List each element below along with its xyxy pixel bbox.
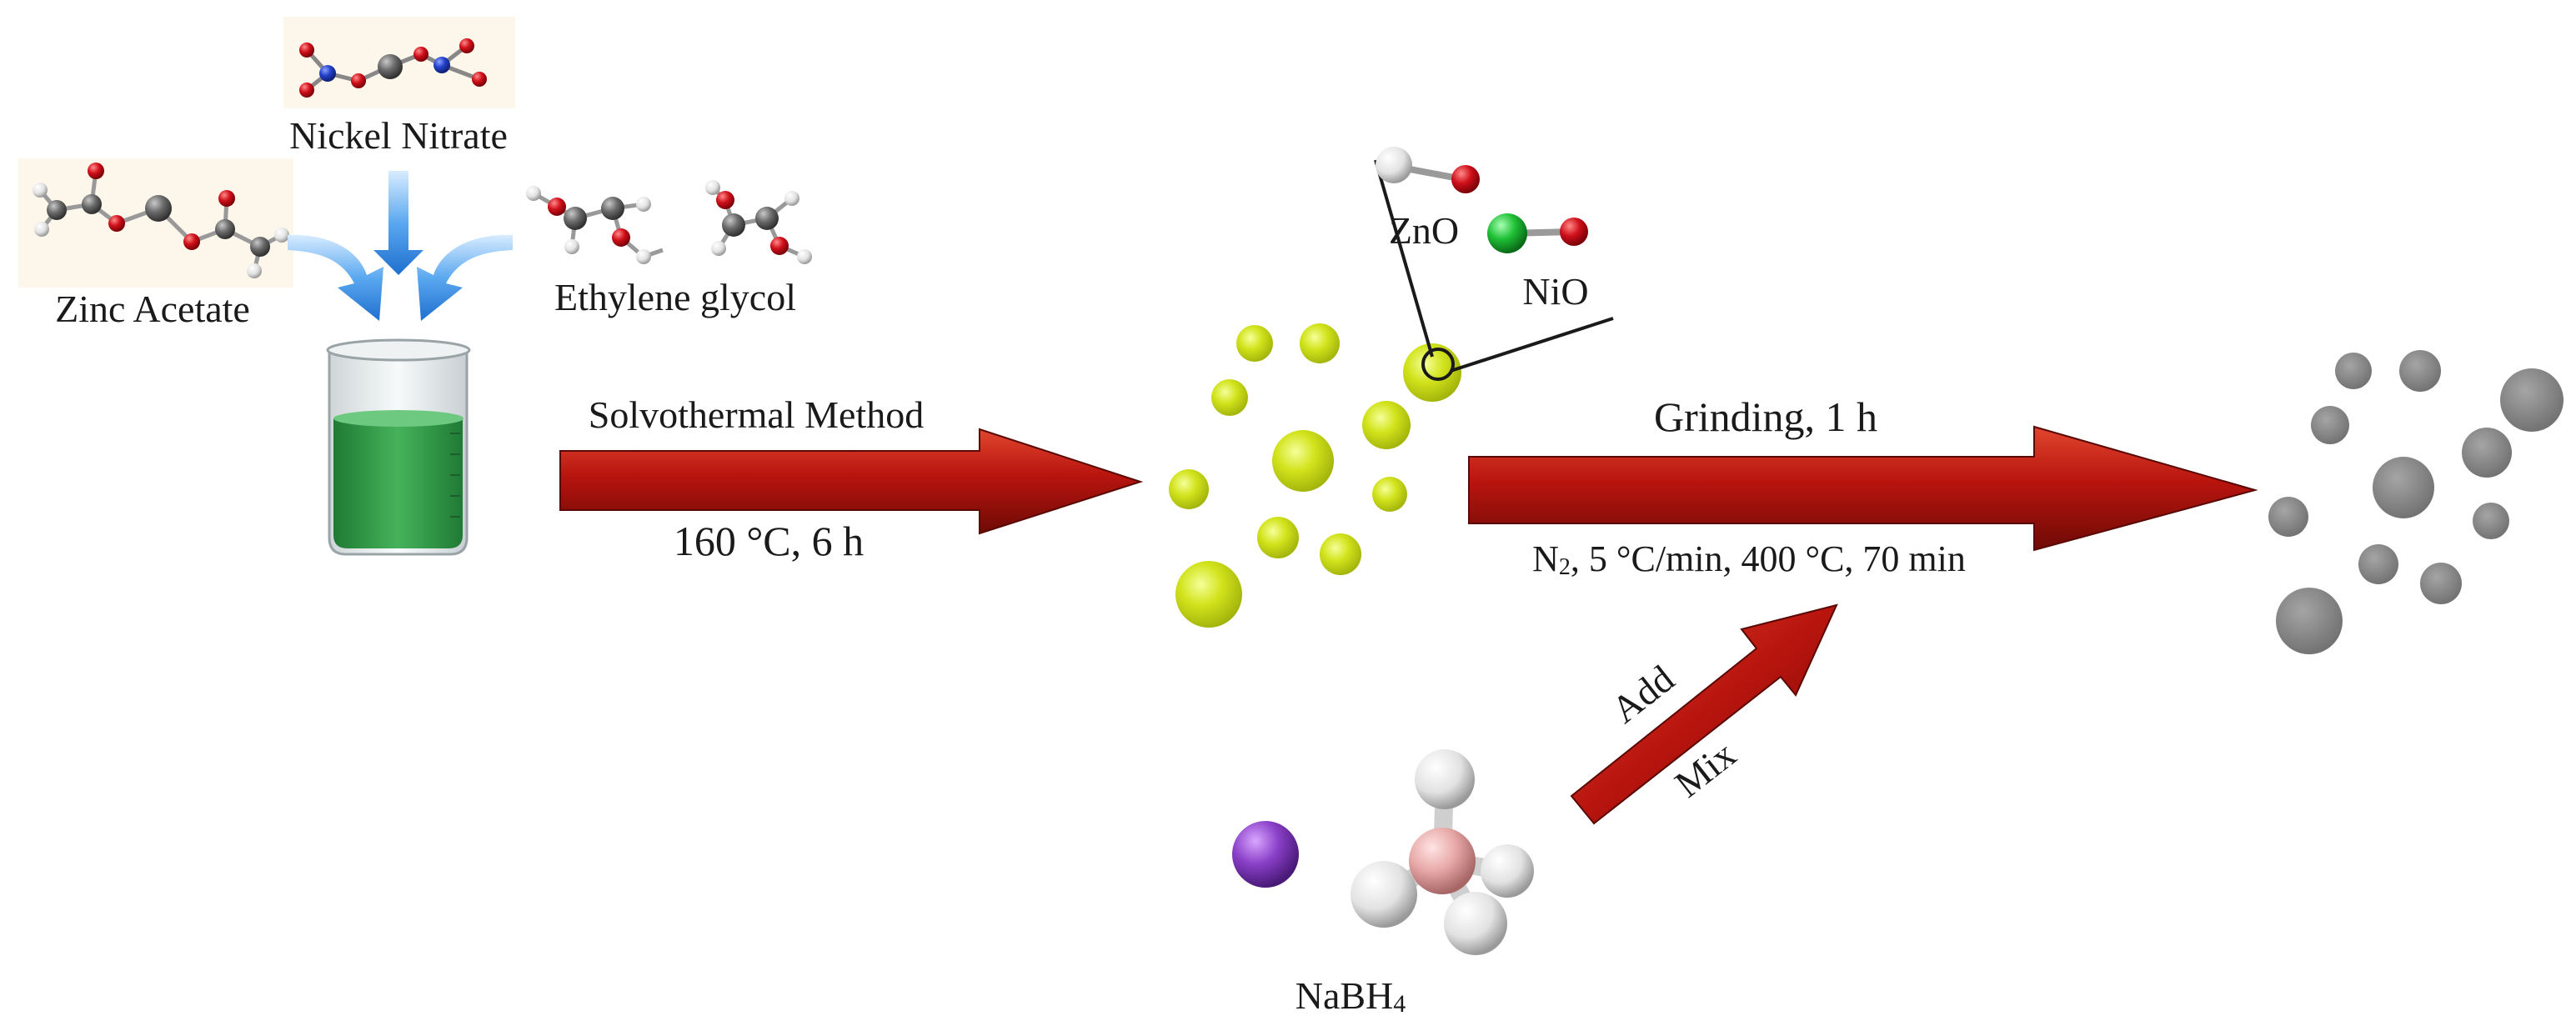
zno-molecule-icon — [1376, 147, 1480, 193]
molecule-ethylene-glycol-icon — [526, 180, 812, 264]
zoom-callout — [1374, 159, 1614, 381]
product-particles — [2268, 350, 2563, 654]
particle — [2462, 428, 2512, 478]
label-zinc-acetate: Zinc Acetate — [55, 288, 250, 330]
arrow-grinding — [1468, 425, 2258, 552]
blue-merge-arrows-icon — [288, 171, 513, 321]
particle — [1211, 379, 1248, 416]
particle — [2473, 503, 2509, 539]
label-nickel-nitrate: Nickel Nitrate — [289, 114, 508, 157]
label-grinding: Grinding, 1 h — [1654, 393, 1877, 440]
particle — [1300, 323, 1340, 363]
particle — [2500, 368, 2563, 432]
particle — [1320, 533, 1361, 575]
label-annealing-conditions: N2, 5 °C/min, 400 °C, 70 min — [1532, 538, 1966, 580]
label-nio: NiO — [1522, 270, 1588, 313]
particle — [2399, 350, 2441, 392]
molecule-nickel-nitrate-icon — [283, 17, 515, 108]
particle — [1169, 469, 1209, 509]
particle — [1272, 430, 1334, 492]
label-zno: ZnO — [1389, 209, 1459, 252]
particle — [2276, 588, 2343, 654]
particle — [2358, 544, 2398, 584]
label-ethylene-glycol: Ethylene glycol — [554, 276, 796, 318]
arrow-solvothermal — [559, 428, 1144, 535]
nio-molecule-icon — [1487, 213, 1588, 253]
label-solvothermal-method: Solvothermal Method — [589, 393, 924, 436]
particle — [2420, 563, 2462, 604]
particle — [2335, 353, 2372, 389]
particle — [2311, 406, 2349, 444]
particle — [1236, 325, 1273, 362]
label-solvothermal-conditions: 160 °C, 6 h — [674, 518, 864, 564]
molecule-zinc-acetate-icon — [18, 158, 293, 288]
particle — [1403, 343, 1461, 402]
particle — [2373, 457, 2434, 518]
particle — [2268, 497, 2308, 537]
precursor-particles — [1169, 323, 1461, 628]
beaker-icon — [326, 338, 471, 556]
particle — [1372, 477, 1407, 512]
particle — [1175, 561, 1242, 628]
nabh4-molecule-icon — [1232, 749, 1534, 955]
arrow-add-mix — [1570, 603, 1838, 825]
particle — [1362, 401, 1411, 449]
particle — [1257, 517, 1299, 558]
label-nabh4: NaBH4 — [1296, 974, 1406, 1018]
